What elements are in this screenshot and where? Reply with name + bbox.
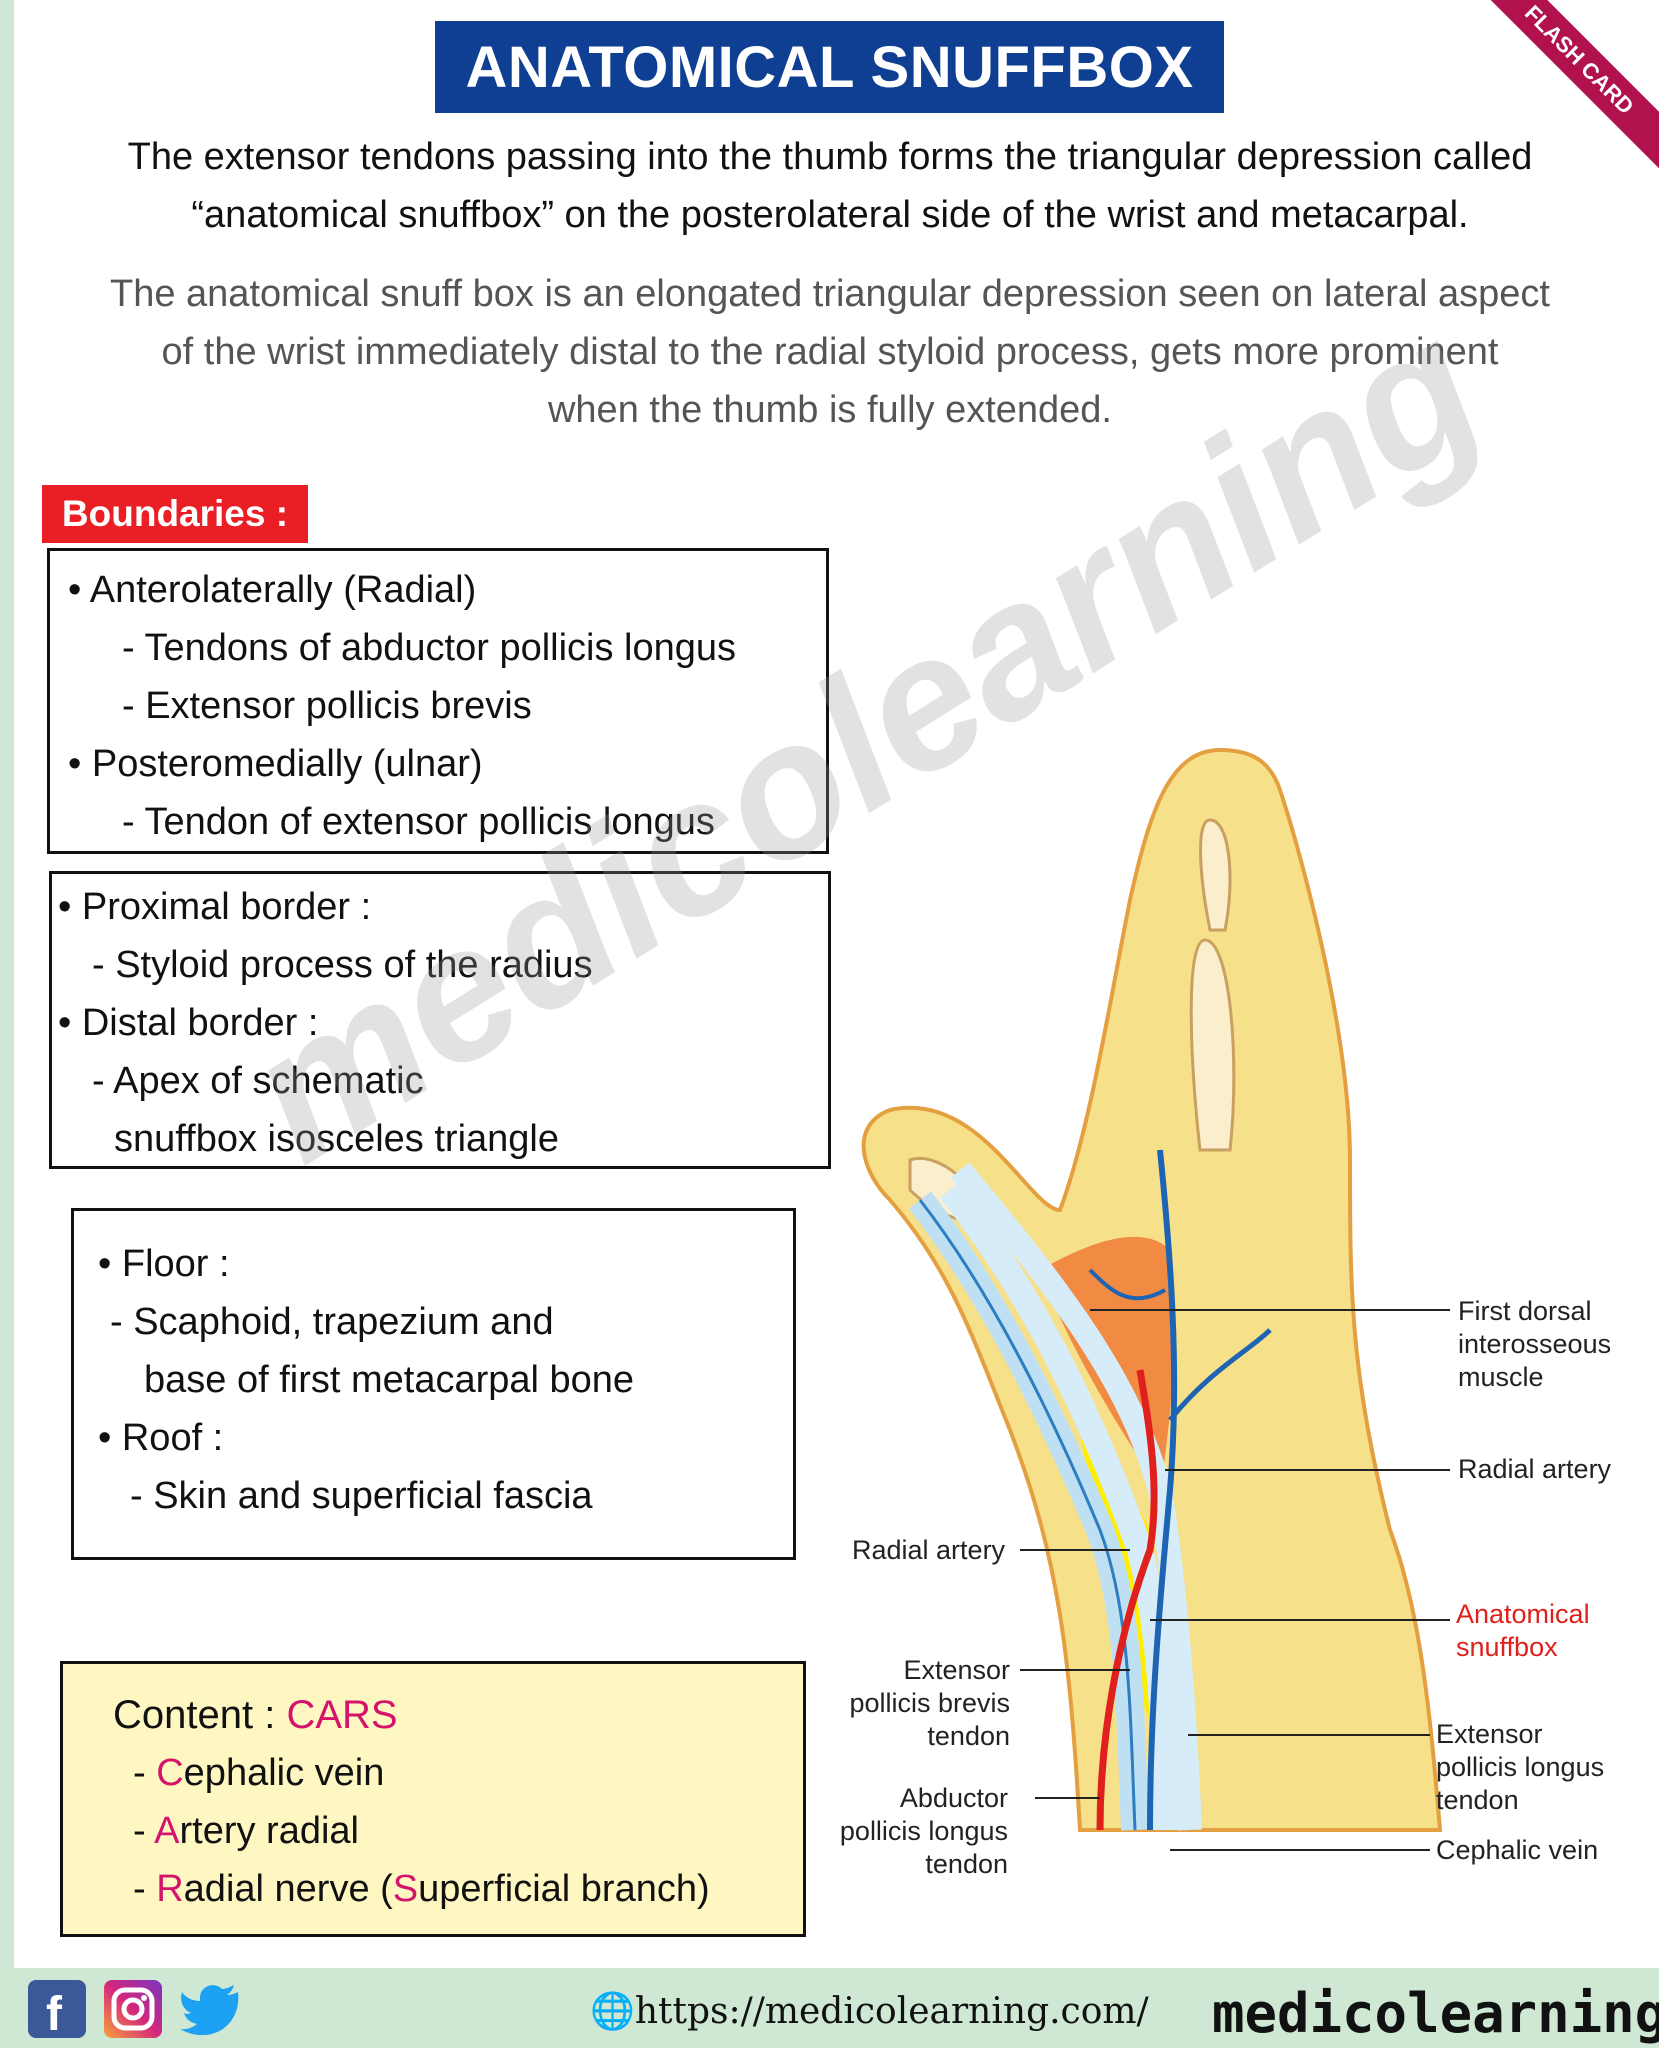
description-line: of the wrist immediately distal to the r… (161, 331, 1499, 373)
label-line: Extensor (903, 1655, 1010, 1685)
content-heading-text: Content : (113, 1693, 287, 1737)
label-line: tendon (925, 1849, 1008, 1879)
bullet-item: • Posteromedially (ulnar) (68, 743, 483, 785)
vein-branch (1168, 1328, 1272, 1422)
content-acronym: CARS (286, 1693, 398, 1737)
left-accent-strip (0, 0, 14, 2048)
sub-item: - Apex of schematic (92, 1060, 424, 1102)
label-epb-tendon: Extensor pollicis brevis tendon (846, 1654, 1010, 1753)
radial-artery (1096, 1369, 1158, 1831)
content-item-text: rtery radial (179, 1810, 359, 1852)
label-line: tendon (927, 1721, 1010, 1751)
sub-item: - Scaphoid, trapezium and (110, 1301, 554, 1343)
sub-item: base of first metacarpal bone (144, 1359, 635, 1401)
page-title: ANATOMICAL SNUFFBOX (435, 21, 1224, 113)
website-link[interactable]: 🌐https://medicolearning.com/ (590, 1990, 1149, 2032)
label-cephalic-vein: Cephalic vein (1436, 1835, 1599, 1865)
boundaries-box-lateral-medial: • Anterolaterally (Radial) - Tendons of … (47, 548, 829, 854)
intro-line: “anatomical snuffbox” on the posterolate… (191, 194, 1469, 236)
brand-logo: medicolearning (1212, 1982, 1659, 2045)
acronym-letter: R (156, 1868, 184, 1910)
label-line: pollicis longus (839, 1816, 1008, 1846)
globe-icon: 🌐 (590, 1991, 635, 2032)
epb-tendon (939, 1181, 1178, 1831)
bullet-item: • Proximal border : (58, 886, 372, 928)
footer-bar (0, 1968, 1659, 2048)
abductor-tendon-edge (918, 1199, 1137, 1831)
bullet-item: • Floor : (98, 1243, 230, 1285)
vein-branch (1088, 1268, 1166, 1301)
cephalic-vein (1147, 1149, 1178, 1831)
epl-tendon (950, 1162, 1202, 1831)
hand-illustration (861, 747, 1450, 1851)
label-line: snuffbox (1456, 1632, 1558, 1662)
label-line: First dorsal (1458, 1296, 1592, 1326)
boundaries-label: Boundaries : (42, 485, 308, 543)
website-url: https://medicolearning.com/ (634, 1991, 1149, 2032)
sub-item: - Skin and superficial fascia (130, 1475, 593, 1517)
content-box: Content : CARS - Cephalic vein - Artery … (60, 1661, 806, 1937)
label-line: Extensor (1436, 1719, 1543, 1749)
floor-roof-box: • Floor : - Scaphoid, trapezium and base… (71, 1208, 796, 1560)
content-item: - Artery radial (133, 1810, 359, 1852)
content-item: - Radial nerve (Superficial branch) (133, 1868, 710, 1910)
acronym-letter: A (154, 1810, 180, 1852)
svg-text:f: f (46, 1988, 63, 2038)
acronym-letter: S (392, 1868, 419, 1910)
label-line: Abductor (899, 1783, 1008, 1813)
facebook-icon[interactable]: f (28, 1980, 86, 2041)
thumb-bone (1199, 818, 1232, 932)
label-line: tendon (1436, 1785, 1519, 1815)
label-line: muscle (1458, 1362, 1544, 1392)
sub-item: - Tendons of abductor pollicis longus (122, 627, 737, 669)
label-radial-artery-right: Radial artery (1458, 1454, 1612, 1484)
bullet-item: • Roof : (98, 1417, 224, 1459)
content-item-text: ephalic vein (183, 1752, 385, 1794)
acronym-letter: C (156, 1752, 184, 1794)
label-first-dorsal-interosseous: First dorsal interosseous muscle (1458, 1295, 1611, 1394)
label-line: pollicis brevis (849, 1688, 1010, 1718)
intro-line: The extensor tendons passing into the th… (127, 136, 1533, 178)
twitter-icon[interactable] (180, 1980, 239, 2038)
description-paragraph: The anatomical snuff box is an elongated… (40, 265, 1620, 439)
label-radial-artery-left: Radial artery (852, 1535, 1006, 1565)
label-anatomical-snuffbox: Anatomical snuffbox (1456, 1598, 1590, 1664)
label-line: pollicis longus (1436, 1752, 1605, 1782)
instagram-icon[interactable] (104, 1980, 162, 2038)
description-line: when the thumb is fully extended. (547, 389, 1112, 431)
label-line: interosseous (1458, 1329, 1612, 1359)
sub-item: - Extensor pollicis brevis (122, 685, 532, 727)
content-heading: Content : CARS (63, 1686, 803, 1744)
content-item: - Cephalic vein (133, 1752, 385, 1794)
label-epl-tendon: Extensor pollicis longus tendon (1436, 1718, 1604, 1817)
metacarpal-bone (1189, 938, 1236, 1152)
label-apl-tendon: Abductor pollicis longus tendon (832, 1782, 1008, 1881)
content-item-text: uperficial branch) (418, 1868, 710, 1910)
sub-item: - Styloid process of the radius (92, 944, 593, 986)
bullet-item: • Anterolaterally (Radial) (68, 569, 477, 611)
boundaries-box-borders: • Proximal border : - Styloid process of… (49, 871, 831, 1169)
content-item-text: adial nerve ( (183, 1868, 393, 1910)
description-line: The anatomical snuff box is an elongated… (110, 273, 1550, 315)
label-line: Anatomical (1456, 1599, 1590, 1629)
bullet-item: • Distal border : (58, 1002, 319, 1044)
intro-paragraph: The extensor tendons passing into the th… (40, 128, 1620, 244)
sub-item: - Tendon of extensor pollicis longus (122, 801, 715, 843)
sub-item: snuffbox isosceles triangle (114, 1118, 559, 1160)
